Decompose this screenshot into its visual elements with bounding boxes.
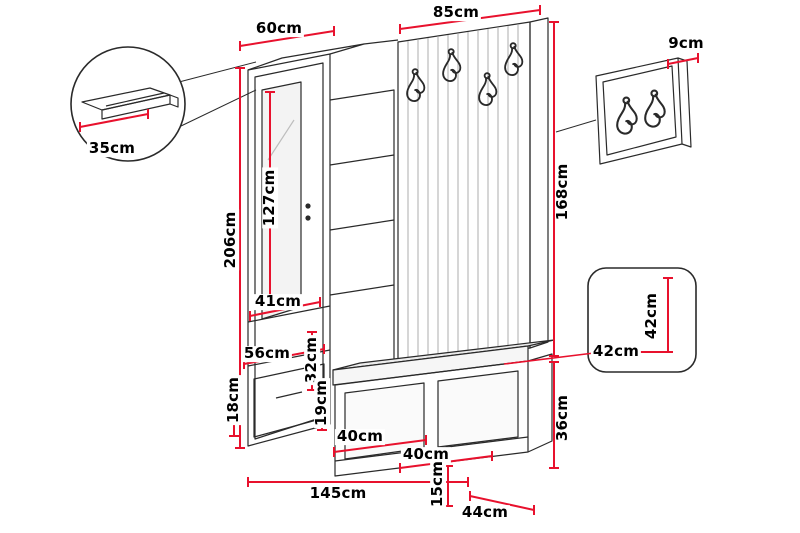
dim-label-bench-opening-width-left: 40cm [334, 427, 386, 446]
dim-line-36 [549, 361, 559, 469]
dim-line-44 [469, 491, 535, 515]
dim-line-9 [667, 53, 699, 69]
dim-line-40-left [333, 435, 427, 457]
main-unit-drawing [70, 17, 697, 477]
dim-label-mirror-height: 127cm [260, 167, 279, 229]
dim-line-168 [549, 21, 559, 357]
wall-hook-panel [555, 57, 692, 165]
dim-line-35 [79, 109, 149, 132]
dim-label-plinth-height: 15cm [428, 458, 447, 510]
dim-label-bench-opening-width-right: 40cm [400, 445, 452, 464]
shelf-column [329, 89, 395, 362]
wardrobe [247, 39, 399, 447]
door-handle [305, 203, 311, 209]
dim-label-lower-section-width: 56cm [241, 344, 293, 363]
dim-label-detail-handle-length: 35cm [86, 139, 138, 158]
dim-label-drawer-height: 18cm [224, 374, 243, 426]
dim-label-wardrobe-depth: 60cm [253, 19, 305, 38]
dim-label-bench-opening-height: 19cm [312, 377, 331, 429]
door-handle [305, 215, 311, 221]
dim-label-panel-width: 85cm [430, 3, 482, 22]
dim-line-60 [239, 26, 335, 51]
dim-label-bench-depth: 44cm [459, 503, 511, 522]
dim-label-panel-height: 168cm [553, 161, 572, 223]
dim-label-total-width: 145cm [307, 484, 369, 503]
seat-detail-leader-line [503, 352, 595, 365]
dim-label-inner-width-upper: 41cm [252, 292, 304, 311]
dim-label-total-height: 206cm [221, 209, 240, 271]
coat-panel [397, 17, 549, 367]
dim-label-seat-detail-width: 42cm [590, 342, 642, 361]
dim-label-bench-height: 36cm [553, 392, 572, 444]
dim-label-wall-panel-depth: 9cm [666, 34, 706, 53]
handle-detail-circle [70, 46, 257, 162]
dim-label-seat-detail-height: 42cm [642, 290, 661, 342]
